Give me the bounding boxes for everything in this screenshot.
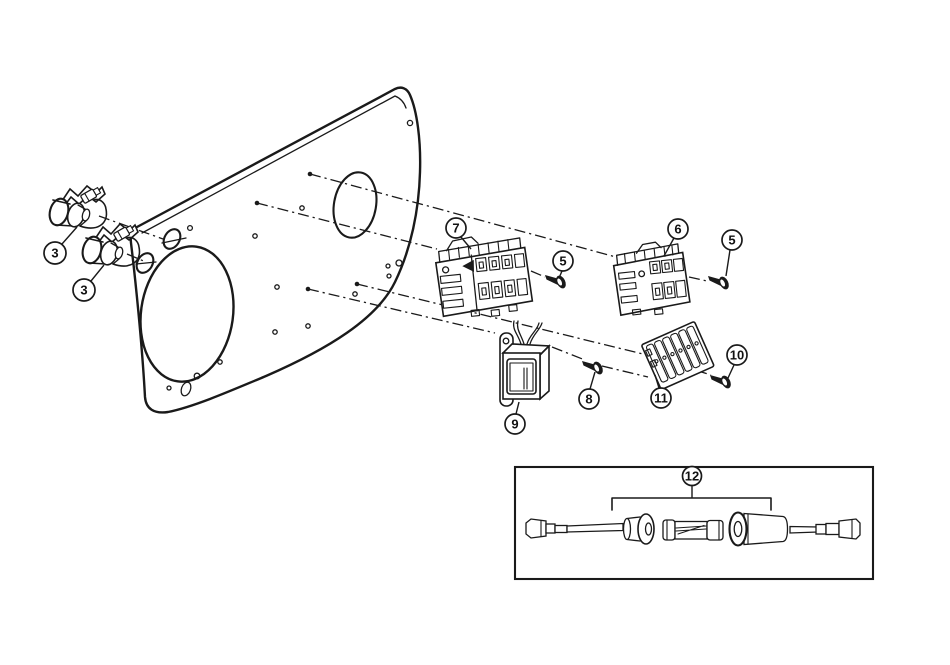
centerline-screw-5a xyxy=(530,270,546,278)
callout-7: 7 xyxy=(445,217,472,250)
panel-edge-thickness xyxy=(141,95,407,234)
callout-12-label: 12 xyxy=(685,469,699,484)
callout-3b: 3 xyxy=(72,264,105,302)
centerline-screw8-to-block-11 xyxy=(601,365,649,378)
fuse-holder-body xyxy=(728,511,789,547)
bulb-socket-a xyxy=(45,184,108,230)
centerline-to-block-11-upper xyxy=(356,283,648,356)
fuse-holder-cap xyxy=(622,513,655,545)
panel-hole xyxy=(385,263,391,269)
callout-8-label: 8 xyxy=(585,392,592,407)
panel-hole xyxy=(386,273,392,279)
panel-hole xyxy=(406,119,414,127)
switch-wires xyxy=(512,320,543,345)
gauge-hole-medium xyxy=(332,171,378,239)
panel-hole xyxy=(186,224,194,232)
centerline-socket-b xyxy=(126,253,147,263)
panel-hole xyxy=(166,385,172,391)
switch-connector-6 xyxy=(612,241,691,317)
callout-12: 12 xyxy=(681,465,703,498)
panel-hole xyxy=(272,329,278,335)
centerline-switch9-to-screw-8 xyxy=(551,346,586,361)
callout-3b-label: 3 xyxy=(80,283,87,298)
panel-outline xyxy=(129,86,422,414)
switch-connector-7 xyxy=(434,236,534,318)
callout-6-label: 6 xyxy=(674,222,681,237)
panel-hole xyxy=(299,205,305,211)
panel-hole xyxy=(274,284,280,290)
rocker-switch-9 xyxy=(499,320,551,407)
rocker-button xyxy=(506,358,537,395)
callout-10-label: 10 xyxy=(730,348,744,363)
wire-right xyxy=(789,525,819,534)
lamp-hole-b-centerline xyxy=(135,261,157,265)
screw-5b xyxy=(708,275,731,291)
fuse-holder-assembly xyxy=(525,511,861,547)
screw-8 xyxy=(582,360,605,376)
panel-hole xyxy=(352,291,358,297)
spade-terminal-right xyxy=(838,518,861,540)
panel-hole xyxy=(252,233,258,239)
spade-terminal-left xyxy=(525,518,547,539)
callout-7-label: 7 xyxy=(452,221,459,236)
callout-8: 8 xyxy=(578,371,600,410)
screw-5a xyxy=(545,274,568,290)
callout-5b-label: 5 xyxy=(728,233,735,248)
callout-5b: 5 xyxy=(721,229,743,277)
centerline-to-switch-9 xyxy=(307,288,496,334)
callout-3a: 3 xyxy=(43,226,78,265)
callout-3a-label: 3 xyxy=(51,246,58,261)
panel-hole xyxy=(193,372,201,380)
glass-fuse xyxy=(662,519,724,541)
callout-6: 6 xyxy=(663,218,689,257)
panel-hole xyxy=(305,323,311,329)
callout-5a: 5 xyxy=(552,250,574,279)
panel-screw-holes xyxy=(166,119,414,397)
inset-box: 12 xyxy=(513,465,875,581)
lamp-hole-a xyxy=(162,228,182,250)
centerline-to-connector-6 xyxy=(309,173,617,258)
lamp-hole-a-centerline xyxy=(161,237,187,244)
callout-11-label: 11 xyxy=(654,391,668,406)
panel-hole xyxy=(217,359,223,365)
terminal-block-11 xyxy=(641,321,715,390)
centerline-screw-5b xyxy=(688,276,708,282)
assembly-centerlines xyxy=(98,173,712,378)
callout-9-label: 9 xyxy=(511,417,518,432)
instrument-panel xyxy=(129,86,422,414)
panel-hole xyxy=(395,259,403,267)
callout-10: 10 xyxy=(726,344,748,379)
callouts: 3 3 7 5 6 5 8 xyxy=(43,217,748,435)
callout-5a-label: 5 xyxy=(559,254,566,269)
callout-9: 9 xyxy=(504,401,526,435)
callout-11: 11 xyxy=(650,374,672,409)
panel-hole-oval xyxy=(180,381,192,397)
gauge-hole-large xyxy=(139,245,235,383)
centerline-to-connector-7 xyxy=(256,202,438,250)
